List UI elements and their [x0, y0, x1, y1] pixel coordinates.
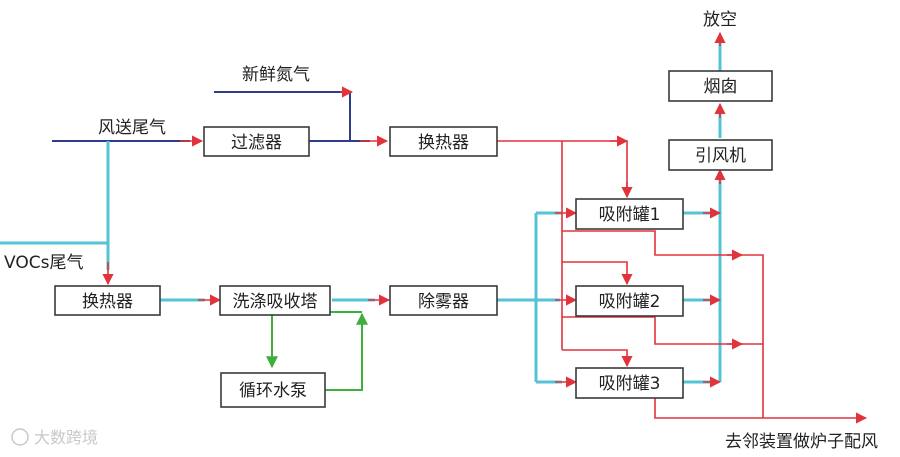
adsorber3-label: 吸附罐3: [599, 374, 661, 394]
hot-gas-to-adsorber2: [562, 261, 633, 286]
fan-label: 引风机: [695, 146, 746, 166]
adsorber2-label: 吸附罐2: [599, 292, 661, 312]
to-boiler-line: [654, 398, 868, 424]
vent-label: 放空: [703, 10, 737, 30]
hot-gas-to-adsorber3: [562, 349, 633, 368]
node-pump: 循环水泵: [220, 372, 326, 408]
to-boiler-label: 去邻装置做炉子配风: [725, 432, 878, 452]
filter-label: 过滤器: [231, 133, 282, 153]
scrubber-label: 洗涤吸收塔: [233, 292, 318, 312]
node-filter: 过滤器: [203, 126, 310, 157]
node-adsorber1: 吸附罐1: [575, 198, 684, 230]
heat-exchanger-top-label: 换热器: [418, 133, 469, 153]
adsorber1-regen-out: [562, 230, 740, 256]
node-adsorber2: 吸附罐2: [575, 285, 684, 317]
regen-return-header: [740, 254, 764, 418]
pump-return-line: [325, 312, 368, 391]
air-tail-gas-label: 风送尾气: [98, 118, 166, 138]
red-arrowheads-cyan-lines: [102, 31, 726, 388]
node-heat-exchanger-left: 换热器: [54, 285, 161, 316]
red-flow-lines: [497, 135, 868, 424]
adsorber2-regen-out: [562, 316, 740, 345]
node-fan: 引风机: [668, 139, 773, 171]
watermark: 大数跨境: [11, 428, 98, 447]
chimney-label: 烟囱: [704, 77, 738, 97]
node-heat-exchanger-top: 换热器: [389, 126, 498, 157]
node-demister: 除雾器: [389, 285, 498, 316]
fresh-nitrogen-label: 新鲜氮气: [242, 65, 310, 85]
blue-flow-lines: [52, 91, 370, 142]
node-chimney: 烟囱: [668, 70, 773, 102]
watermark-logo-icon: [11, 428, 29, 446]
adsorber1-label: 吸附罐1: [599, 205, 661, 225]
node-adsorber3: 吸附罐3: [575, 367, 684, 399]
voc-tail-gas-label: VOCs尾气: [4, 253, 83, 273]
demister-label: 除雾器: [418, 292, 469, 312]
watermark-text: 大数跨境: [34, 428, 98, 447]
green-flow-lines: [266, 311, 368, 391]
node-scrubber: 洗涤吸收塔: [219, 285, 331, 316]
pump-label: 循环水泵: [239, 381, 307, 401]
red-arrowheads-blue-lines: [180, 86, 389, 147]
heat-exchanger-left-label: 换热器: [82, 292, 133, 312]
